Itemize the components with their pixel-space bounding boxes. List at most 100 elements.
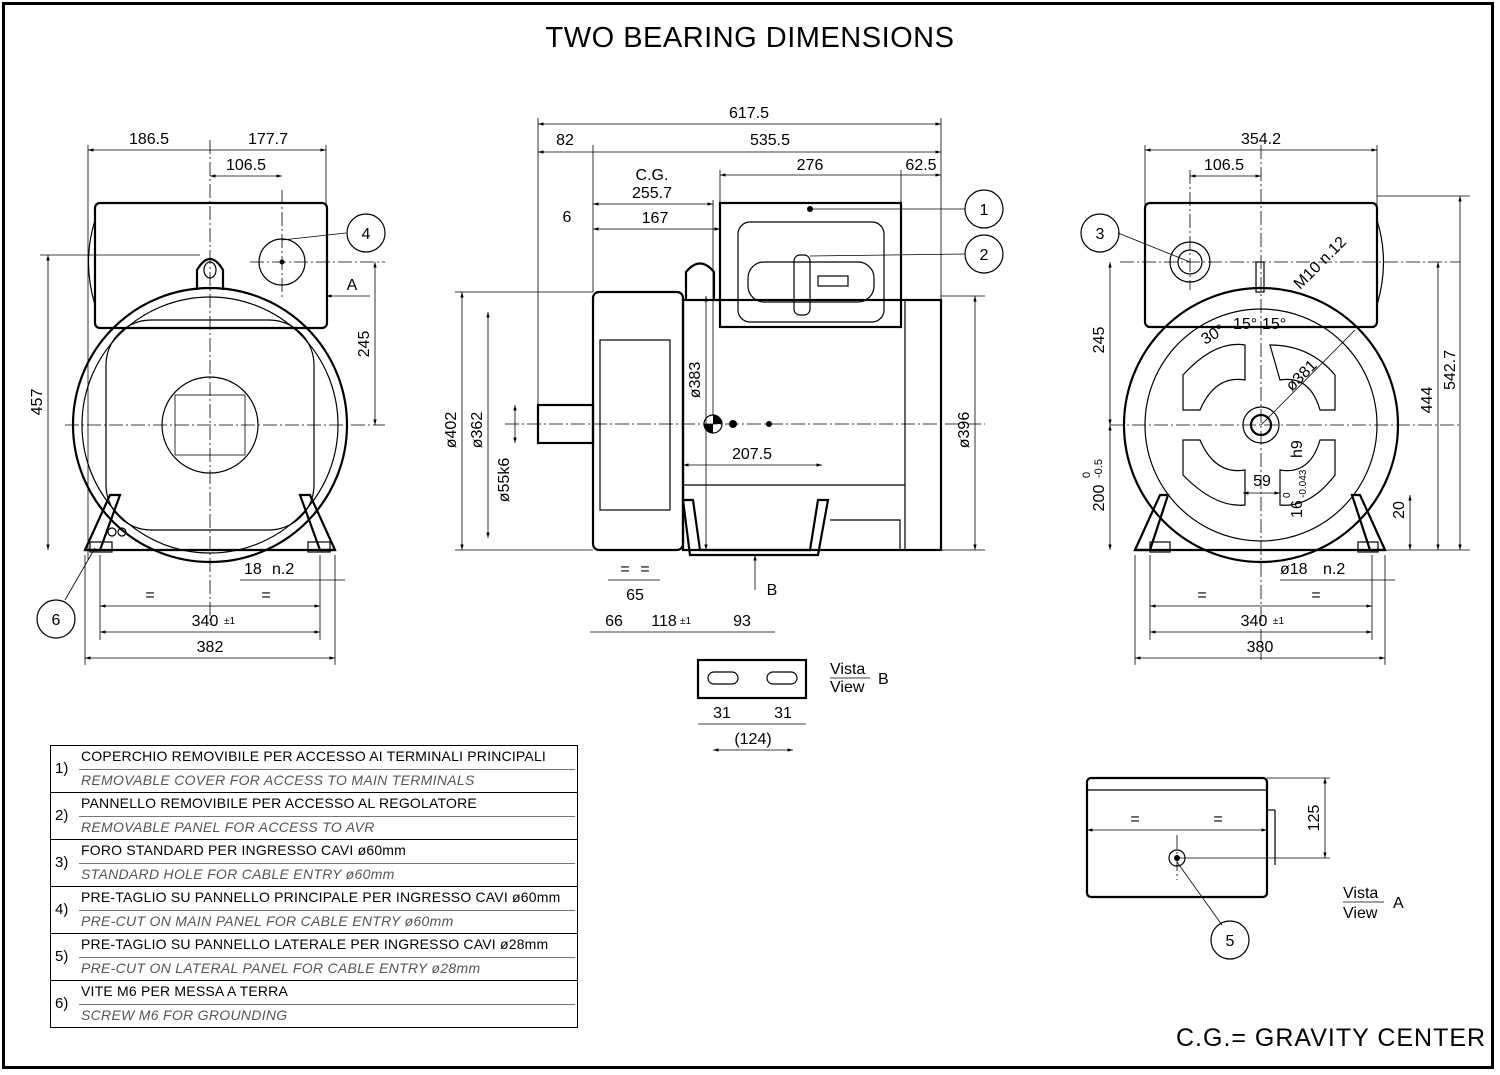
dim-rear-box-height: 245 — [1091, 327, 1108, 354]
dim-rear-total-height: 542.7 — [1442, 350, 1459, 390]
dim-front-width-left: 186.5 — [129, 131, 169, 148]
callout-4 — [346, 213, 386, 253]
dim-front-base-outer: 382 — [197, 639, 224, 656]
callout-5-number: 5 — [1226, 933, 1235, 950]
dim-65: 65 — [626, 587, 644, 604]
legend-row: 6) VITE M6 PER MESSA A TERRA SCREW M6 FO… — [51, 981, 577, 1028]
dim-shaft-diameter: ø55k6 — [496, 458, 513, 503]
dim-124: (124) — [734, 731, 771, 748]
view-a-view: View — [1343, 905, 1378, 922]
dim-shaft-height: 200 — [1091, 485, 1108, 512]
dim-equal-right: = — [261, 587, 270, 604]
callout-1 — [964, 189, 1004, 229]
dim-box-length: 276 — [797, 157, 824, 174]
dim-box-offset: 62.5 — [905, 157, 936, 174]
callout-3 — [1080, 213, 1120, 253]
legend-number: 3) — [55, 854, 69, 871]
legend-italian: PRE-TAGLIO SU PANNELLO LATERALE PER INGR… — [81, 936, 549, 952]
view-b-letter: B — [878, 671, 889, 688]
dim-equal-view-a-right: = — [1213, 811, 1222, 828]
dim-shaft-length: 82 — [556, 132, 574, 149]
dim-66: 66 — [605, 613, 623, 630]
legend-italian: COPERCHIO REMOVIBILE PER ACCESSO AI TERM… — [81, 748, 547, 764]
dim-foot-hole-count: n.2 — [272, 561, 294, 578]
dim-foot-hole: 18 — [244, 561, 262, 578]
callout-4-number: 4 — [362, 226, 371, 243]
callout-3-number: 3 — [1096, 226, 1105, 243]
dim-body-length: 535.5 — [750, 132, 790, 149]
rear-view: 354.2 106.5 245 200 0 -0.5 542.7 444 20 … — [1080, 131, 1470, 665]
cg-label: C.G. — [636, 167, 669, 184]
dim-diameter-383: ø383 — [687, 362, 704, 399]
view-b-foot-detail — [696, 658, 808, 700]
legend-italian: FORO STANDARD PER INGRESSO CAVI ø60mm — [81, 842, 407, 858]
stator-body — [681, 298, 943, 552]
dim-207-5: 207.5 — [732, 446, 772, 463]
callout-2 — [964, 234, 1004, 274]
callout-6-number: 6 — [52, 612, 61, 629]
dim-shaft-height-tol-dn: -0.5 — [1093, 459, 1105, 478]
dim-20: 20 — [1391, 501, 1408, 519]
dim-key-width: 16 — [1289, 500, 1306, 518]
dim-rear-hole-offset: 106.5 — [1204, 157, 1244, 174]
dim-rear-base-inner: 340 — [1241, 613, 1268, 630]
legend-english: SCREW M6 FOR GROUNDING — [81, 1007, 288, 1023]
dim-diameter-396: ø396 — [956, 412, 973, 449]
gravity-center-note: C.G.= GRAVITY CENTER — [1176, 1024, 1487, 1052]
dim-31-left: 31 — [713, 705, 731, 722]
legend-number: 2) — [55, 807, 69, 824]
legend-english: PRE-CUT ON LATERAL PANEL FOR CABLE ENTRY… — [81, 960, 481, 976]
dim-diameter-362: ø362 — [469, 412, 486, 449]
legend-number: 5) — [55, 948, 69, 965]
dim-93: 93 — [733, 613, 751, 630]
page-title: TWO BEARING DIMENSIONS — [545, 22, 955, 54]
dim-167: 167 — [642, 210, 669, 227]
legend-table: 1) COPERCHIO REMOVIBILE PER ACCESSO AI T… — [50, 745, 578, 1028]
dim-front-hole-offset: 106.5 — [226, 157, 266, 174]
view-b-vista: Vista — [830, 661, 865, 678]
legend-english: REMOVABLE COVER FOR ACCESS TO MAIN TERMI… — [81, 772, 475, 788]
dim-rear-width: 354.2 — [1241, 131, 1281, 148]
legend-row: 2) PANNELLO REMOVIBILE PER ACCESSO AL RE… — [51, 793, 577, 840]
terminal-box-side — [718, 201, 903, 329]
dim-key-tol-up: 0 — [1282, 492, 1293, 498]
terminal-box-view-a — [1085, 776, 1269, 899]
feet-side — [681, 498, 830, 557]
view-b-view: View — [830, 679, 865, 696]
legend-number: 4) — [55, 901, 69, 918]
dim-diameter-381: ø381 — [1283, 357, 1321, 395]
dim-6: 6 — [563, 209, 572, 226]
dim-front-height: 457 — [29, 389, 46, 416]
callout-2-number: 2 — [980, 247, 989, 264]
legend-row: 4) PRE-TAGLIO SU PANNELLO PRINCIPALE PER… — [51, 887, 577, 934]
dim-125: 125 — [1306, 805, 1323, 832]
callout-6 — [36, 599, 76, 639]
dim-equal-rear-left: = — [1197, 587, 1206, 604]
legend-italian: PRE-TAGLIO SU PANNELLO PRINCIPALE PER IN… — [81, 889, 561, 905]
legend-number: 1) — [55, 760, 69, 777]
dim-118: 118 — [651, 613, 677, 630]
dim-total-length: 617.5 — [729, 105, 769, 122]
dim-angle-30: 30° — [1199, 322, 1228, 349]
dim-shaft-height-tol-up: 0 — [1081, 472, 1093, 478]
view-a-letter: A — [1393, 895, 1404, 912]
legend-row: 3) FORO STANDARD PER INGRESSO CAVI ø60mm… — [51, 840, 577, 887]
terminal-box-front — [93, 201, 329, 330]
dim-rear-base-outer: 380 — [1247, 639, 1274, 656]
legend-number: 6) — [55, 995, 69, 1012]
callout-5 — [1210, 920, 1250, 960]
dim-front-width-right: 177.7 — [248, 131, 288, 148]
dim-diameter-402: ø402 — [443, 412, 460, 449]
dim-front-box-height: 245 — [356, 331, 373, 358]
dim-tolerance: ±1 — [224, 616, 235, 627]
dim-equal-view-a-left: = — [1130, 811, 1139, 828]
view-b-arrow-label: B — [767, 582, 778, 599]
dim-444: 444 — [1419, 387, 1436, 414]
dim-m10-holes: M10 n.12 — [1291, 234, 1350, 293]
dim-tolerance-side: ±1 — [680, 616, 691, 627]
view-a-detail: = = 125 5 Vista View A — [1085, 776, 1404, 960]
dim-rear-foot-hole: ø18 — [1280, 561, 1308, 578]
dim-front-base-inner: 340 — [192, 613, 219, 630]
legend-italian: PANNELLO REMOVIBILE PER ACCESSO AL REGOL… — [81, 795, 477, 811]
